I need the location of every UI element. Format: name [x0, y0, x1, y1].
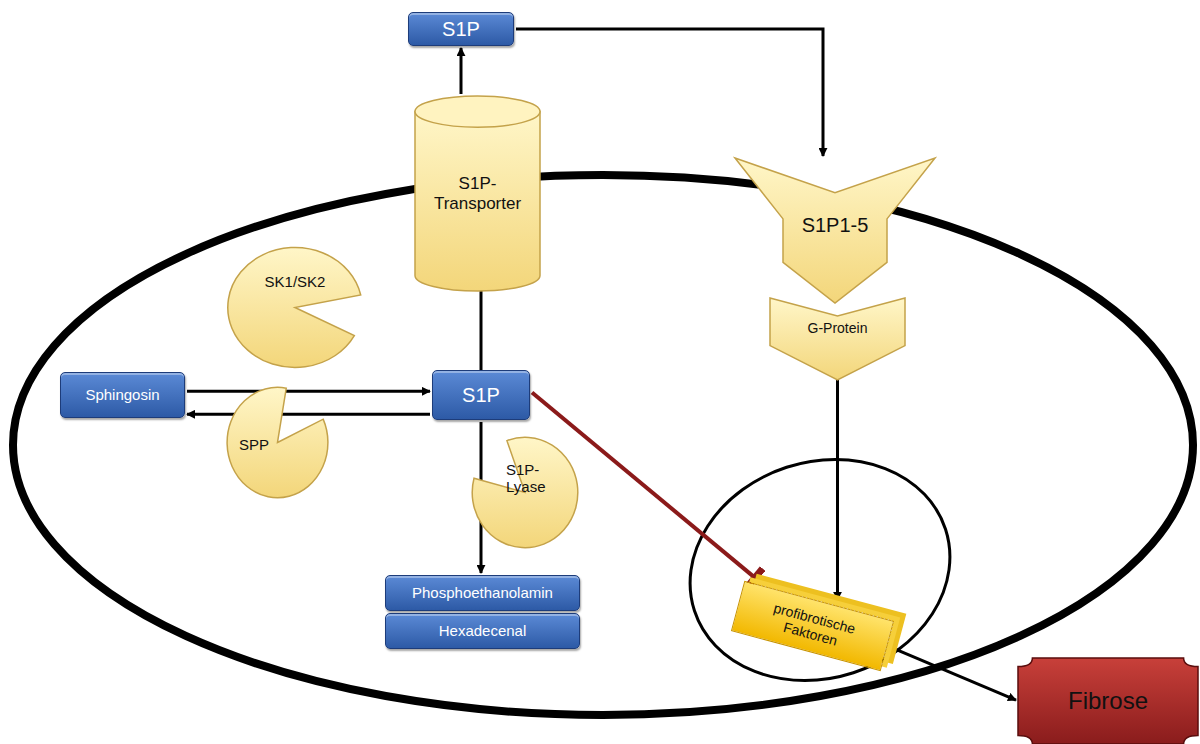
pac-outline: [225, 245, 365, 370]
node-content: Fibrose: [1018, 658, 1198, 744]
connector-arrow: [187, 413, 430, 416]
node-content: S1P: [433, 371, 529, 419]
connector-arrow: [836, 380, 839, 600]
node-content: SPP: [225, 385, 330, 500]
node-content: S1P-Lyase: [470, 435, 580, 550]
molecule-box: Hexadecenal: [385, 613, 580, 649]
node-content: S1P1-5: [735, 158, 935, 303]
node-content: G-Protein: [770, 298, 905, 380]
connector-arrow: [460, 48, 463, 94]
connector-arrow: [516, 29, 823, 156]
node-label: S1P-Lyase: [506, 461, 558, 496]
node-label: Sphingosin: [85, 386, 159, 403]
node-label: S1P: [442, 18, 480, 41]
node-content: Phosphoethanolamin: [386, 576, 579, 610]
connector-arrow: [480, 288, 483, 370]
molecule-box: S1P: [432, 370, 530, 420]
molecule-box: Sphingosin: [60, 372, 185, 418]
node-label: S1P: [462, 384, 500, 407]
node-content: S1P-Transporter: [415, 96, 540, 291]
enzyme-shape: SPP: [225, 385, 330, 500]
node-label: Phosphoethanolamin: [412, 584, 553, 601]
connector-arrow: [187, 390, 430, 393]
molecule-box: S1P: [408, 12, 514, 46]
node-label: SK1/SK2: [265, 273, 326, 290]
node-label: S1P1-5: [802, 214, 869, 237]
molecule-box: Phosphoethanolamin: [385, 575, 580, 611]
node-label: G-Protein: [808, 320, 868, 336]
connector-arrow: [892, 648, 1016, 700]
gprotein-chevron: G-Protein: [770, 298, 905, 380]
transporter-cylinder: S1P-Transporter: [415, 96, 540, 291]
node-content: profibrotische Faktoren: [732, 582, 893, 670]
enzyme-shape: SK1/SK2: [225, 245, 365, 370]
node-content: Hexadecenal: [386, 614, 579, 648]
enzyme-shape: S1P-Lyase: [470, 435, 580, 550]
node-label: S1P-Transporter: [426, 174, 530, 213]
gchev-outline: [770, 298, 905, 380]
cell-membrane: [13, 175, 1193, 715]
nucleus: [661, 426, 979, 713]
node-content: S1P: [409, 13, 513, 45]
node-label: Hexadecenal: [439, 622, 527, 639]
node-label: Fibrose: [1068, 687, 1148, 715]
node-label: profibrotische Faktoren: [758, 597, 867, 655]
node-label: SPP: [239, 436, 269, 453]
outcome-box: Fibrose: [1018, 658, 1198, 744]
node-content: SK1/SK2: [225, 245, 365, 370]
factor-box: profibrotische Faktoren: [731, 581, 894, 671]
node-content: Sphingosin: [61, 373, 184, 417]
receptor-chevron: S1P1-5: [735, 158, 935, 303]
